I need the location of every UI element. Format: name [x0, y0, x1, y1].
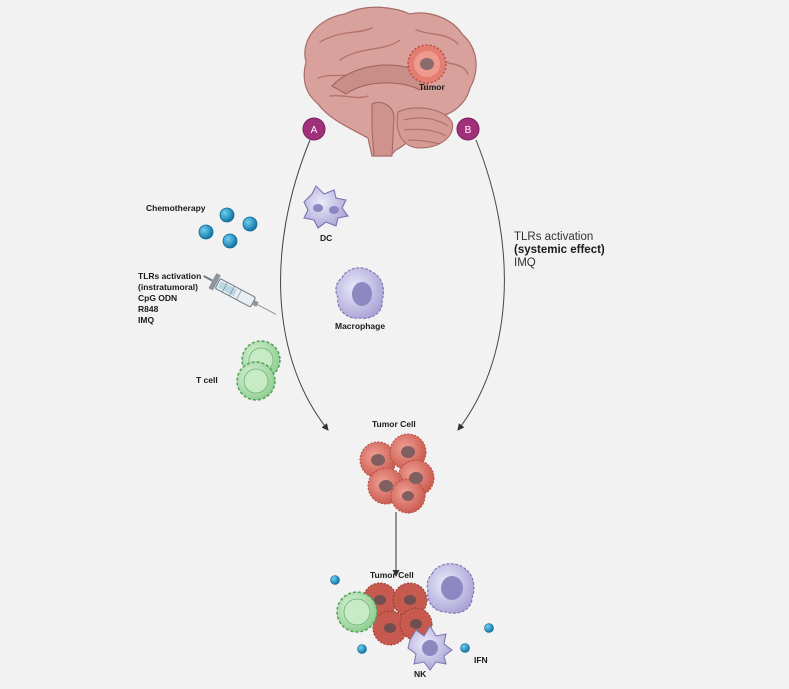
t-cell-label: T cell	[196, 375, 218, 385]
syringe-icon	[203, 273, 277, 315]
nk-cell-illustration	[407, 625, 453, 671]
nk-label: NK	[414, 669, 427, 679]
path-b-label: B	[465, 125, 472, 136]
ifn-particles	[330, 575, 494, 654]
tlr-systemic-route: (systemic effect)	[514, 244, 605, 256]
tumor-cell-cluster	[359, 433, 435, 514]
tumor-cell-bottom-label: Tumor Cell	[370, 570, 414, 580]
tlr-systemic-title: TLRs activation	[514, 231, 593, 243]
brain-stem	[371, 102, 395, 157]
chemotherapy-label: Chemotherapy	[146, 203, 206, 213]
t-cell-bottom	[336, 591, 378, 633]
path-a-badge: A	[302, 117, 326, 141]
dc-illustration	[303, 185, 349, 229]
brain-tumor	[407, 44, 447, 84]
dc-label: DC	[320, 233, 332, 243]
tlr-agent-imq: IMQ	[138, 315, 154, 325]
tlr-agent-cpg: CpG ODN	[138, 293, 177, 303]
tlr-intratumoral-title: TLRs activation	[138, 271, 201, 281]
t-cell-illustration	[236, 340, 281, 401]
path-a-label: A	[311, 125, 318, 136]
tlr-agent-r848: R848	[138, 304, 159, 314]
arrow-path-b	[457, 139, 505, 431]
macrophage-bottom	[426, 563, 475, 614]
tlr-intratumoral-route: (instratumoral)	[138, 282, 198, 292]
tlr-systemic-agent: IMQ	[514, 257, 536, 269]
ifn-label: IFN	[474, 655, 488, 665]
brain-illustration: Tumor	[303, 6, 477, 157]
chemotherapy-particles	[198, 207, 258, 249]
tumor-cell-top-label: Tumor Cell	[372, 419, 416, 429]
arrow-path-a	[280, 139, 329, 431]
macrophage-illustration	[335, 267, 385, 319]
brain-cerebellum	[396, 107, 454, 149]
macrophage-label: Macrophage	[335, 321, 385, 331]
brain-tumor-label: Tumor	[419, 82, 446, 92]
path-b-badge: B	[456, 117, 480, 141]
